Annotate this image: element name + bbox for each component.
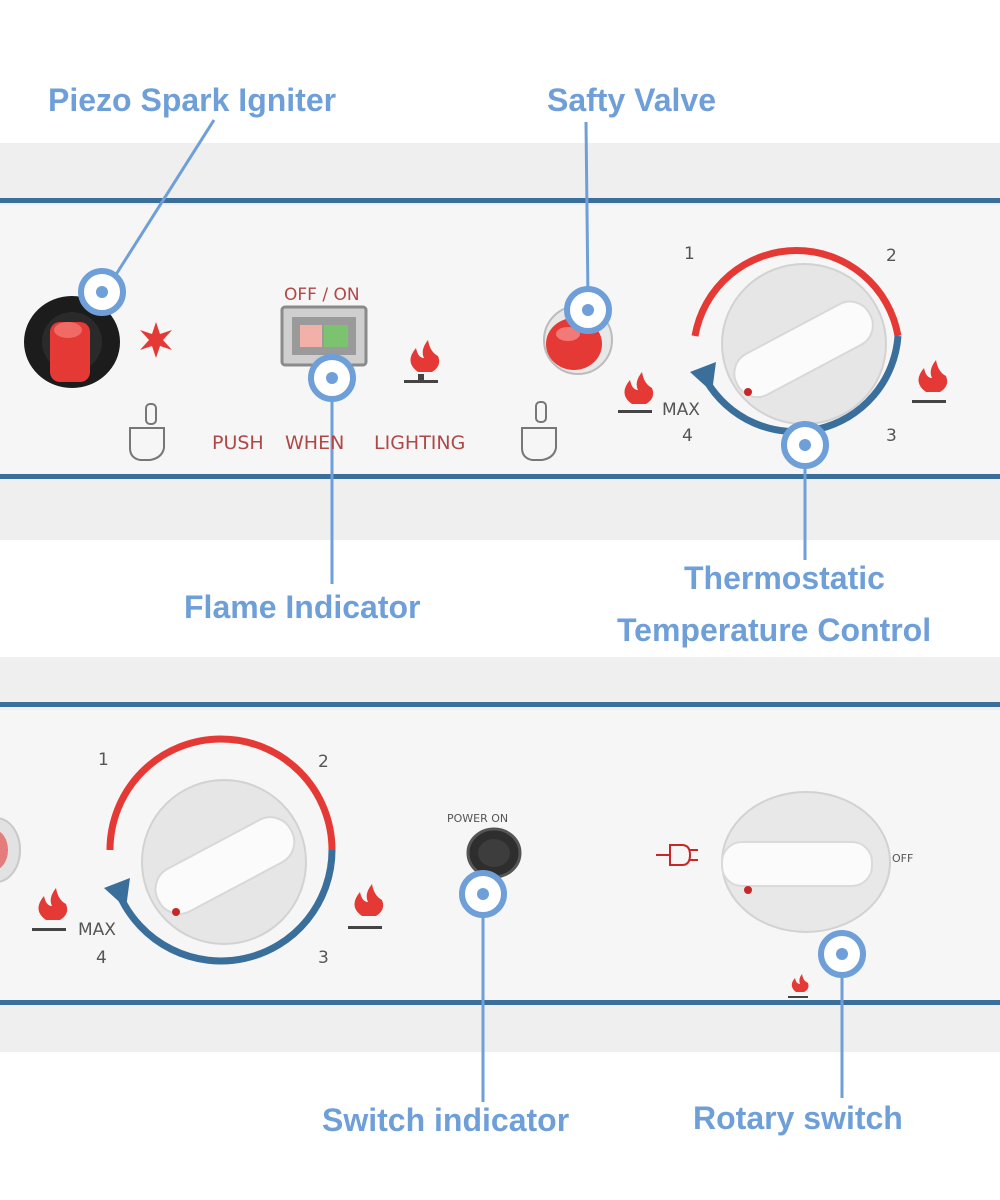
flame-icon xyxy=(618,372,654,413)
callout-marker xyxy=(781,421,829,469)
push-label: PUSH xyxy=(212,432,264,454)
safety-valve-label: Safty Valve xyxy=(547,82,716,118)
flame-icon xyxy=(912,360,948,403)
callout-marker xyxy=(308,354,356,402)
dial-mark-2: 2 xyxy=(318,752,329,772)
callout-marker xyxy=(564,286,612,334)
off-position-label: OFF xyxy=(892,852,914,865)
dial-mark-3: 3 xyxy=(318,948,329,968)
power-on-label: POWER ON xyxy=(447,812,509,825)
partial-valve-button xyxy=(0,817,21,883)
hand-press-icon xyxy=(129,403,165,461)
flame-icon xyxy=(32,888,68,931)
flame-icon-small xyxy=(788,974,809,998)
piezo-igniter-button[interactable] xyxy=(24,296,120,388)
thermostat-dial-2[interactable] xyxy=(104,735,336,965)
callout-marker xyxy=(818,930,866,978)
dial-mark-4: 4 xyxy=(682,426,693,446)
dial-max-label: MAX xyxy=(78,920,116,940)
thermostat-label-line1: Thermostatic xyxy=(684,560,885,596)
dial-mark-1: 1 xyxy=(684,244,695,264)
dial-mark-2: 2 xyxy=(886,246,897,266)
callout-lines xyxy=(108,119,844,1102)
thermostat-dial[interactable] xyxy=(690,247,902,436)
flame-icon xyxy=(348,884,384,929)
rotary-switch-label: Rotary switch xyxy=(693,1100,903,1136)
flame-indicator-label: Flame Indicator xyxy=(184,589,421,625)
panel-stripes xyxy=(0,198,1000,1005)
off-on-label: OFF / ON xyxy=(284,285,360,305)
piezo-igniter-label: Piezo Spark Igniter xyxy=(48,82,337,118)
hand-press-icon-2 xyxy=(521,401,557,461)
flame-icon xyxy=(404,340,440,383)
dial-max-label: MAX xyxy=(662,400,700,420)
when-label: WHEN xyxy=(285,432,345,454)
callout-marker xyxy=(78,268,126,316)
lighting-label: LIGHTING xyxy=(374,432,466,454)
switch-indicator-label: Switch indicator xyxy=(322,1102,570,1138)
callout-marker xyxy=(459,870,507,918)
dial-mark-1: 1 xyxy=(98,750,109,770)
dial-mark-3: 3 xyxy=(886,426,897,446)
rotary-switch-knob[interactable] xyxy=(721,791,891,933)
dial-mark-4: 4 xyxy=(96,948,107,968)
thermostat-label-line2: Temperature Control xyxy=(617,612,932,648)
spark-star-icon xyxy=(140,322,172,358)
plug-icon xyxy=(656,844,698,866)
power-indicator-light xyxy=(466,827,522,879)
